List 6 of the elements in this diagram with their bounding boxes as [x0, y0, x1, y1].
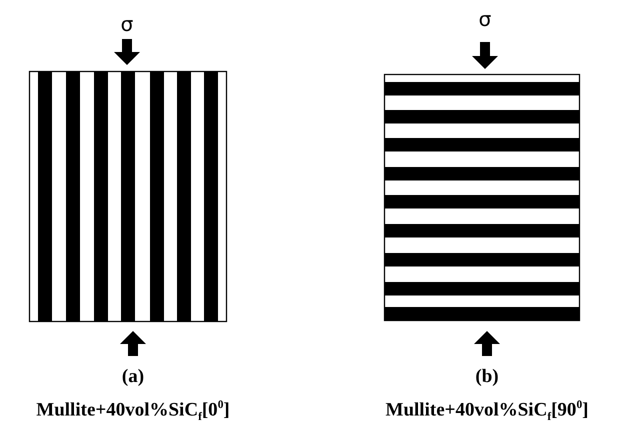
specimen-caption: Mullite+40vol%SiC$_{f}$[0$^{0}$] — [36, 400, 230, 424]
stress-symbol: σ — [120, 14, 134, 34]
specimen-caption: Mullite+40vol%SiC$_{f}$[90$^{0}$] — [386, 400, 588, 424]
panel-label: (b) — [475, 367, 499, 386]
stress-symbol: σ — [478, 9, 492, 29]
panel-label: (a) — [122, 367, 144, 386]
